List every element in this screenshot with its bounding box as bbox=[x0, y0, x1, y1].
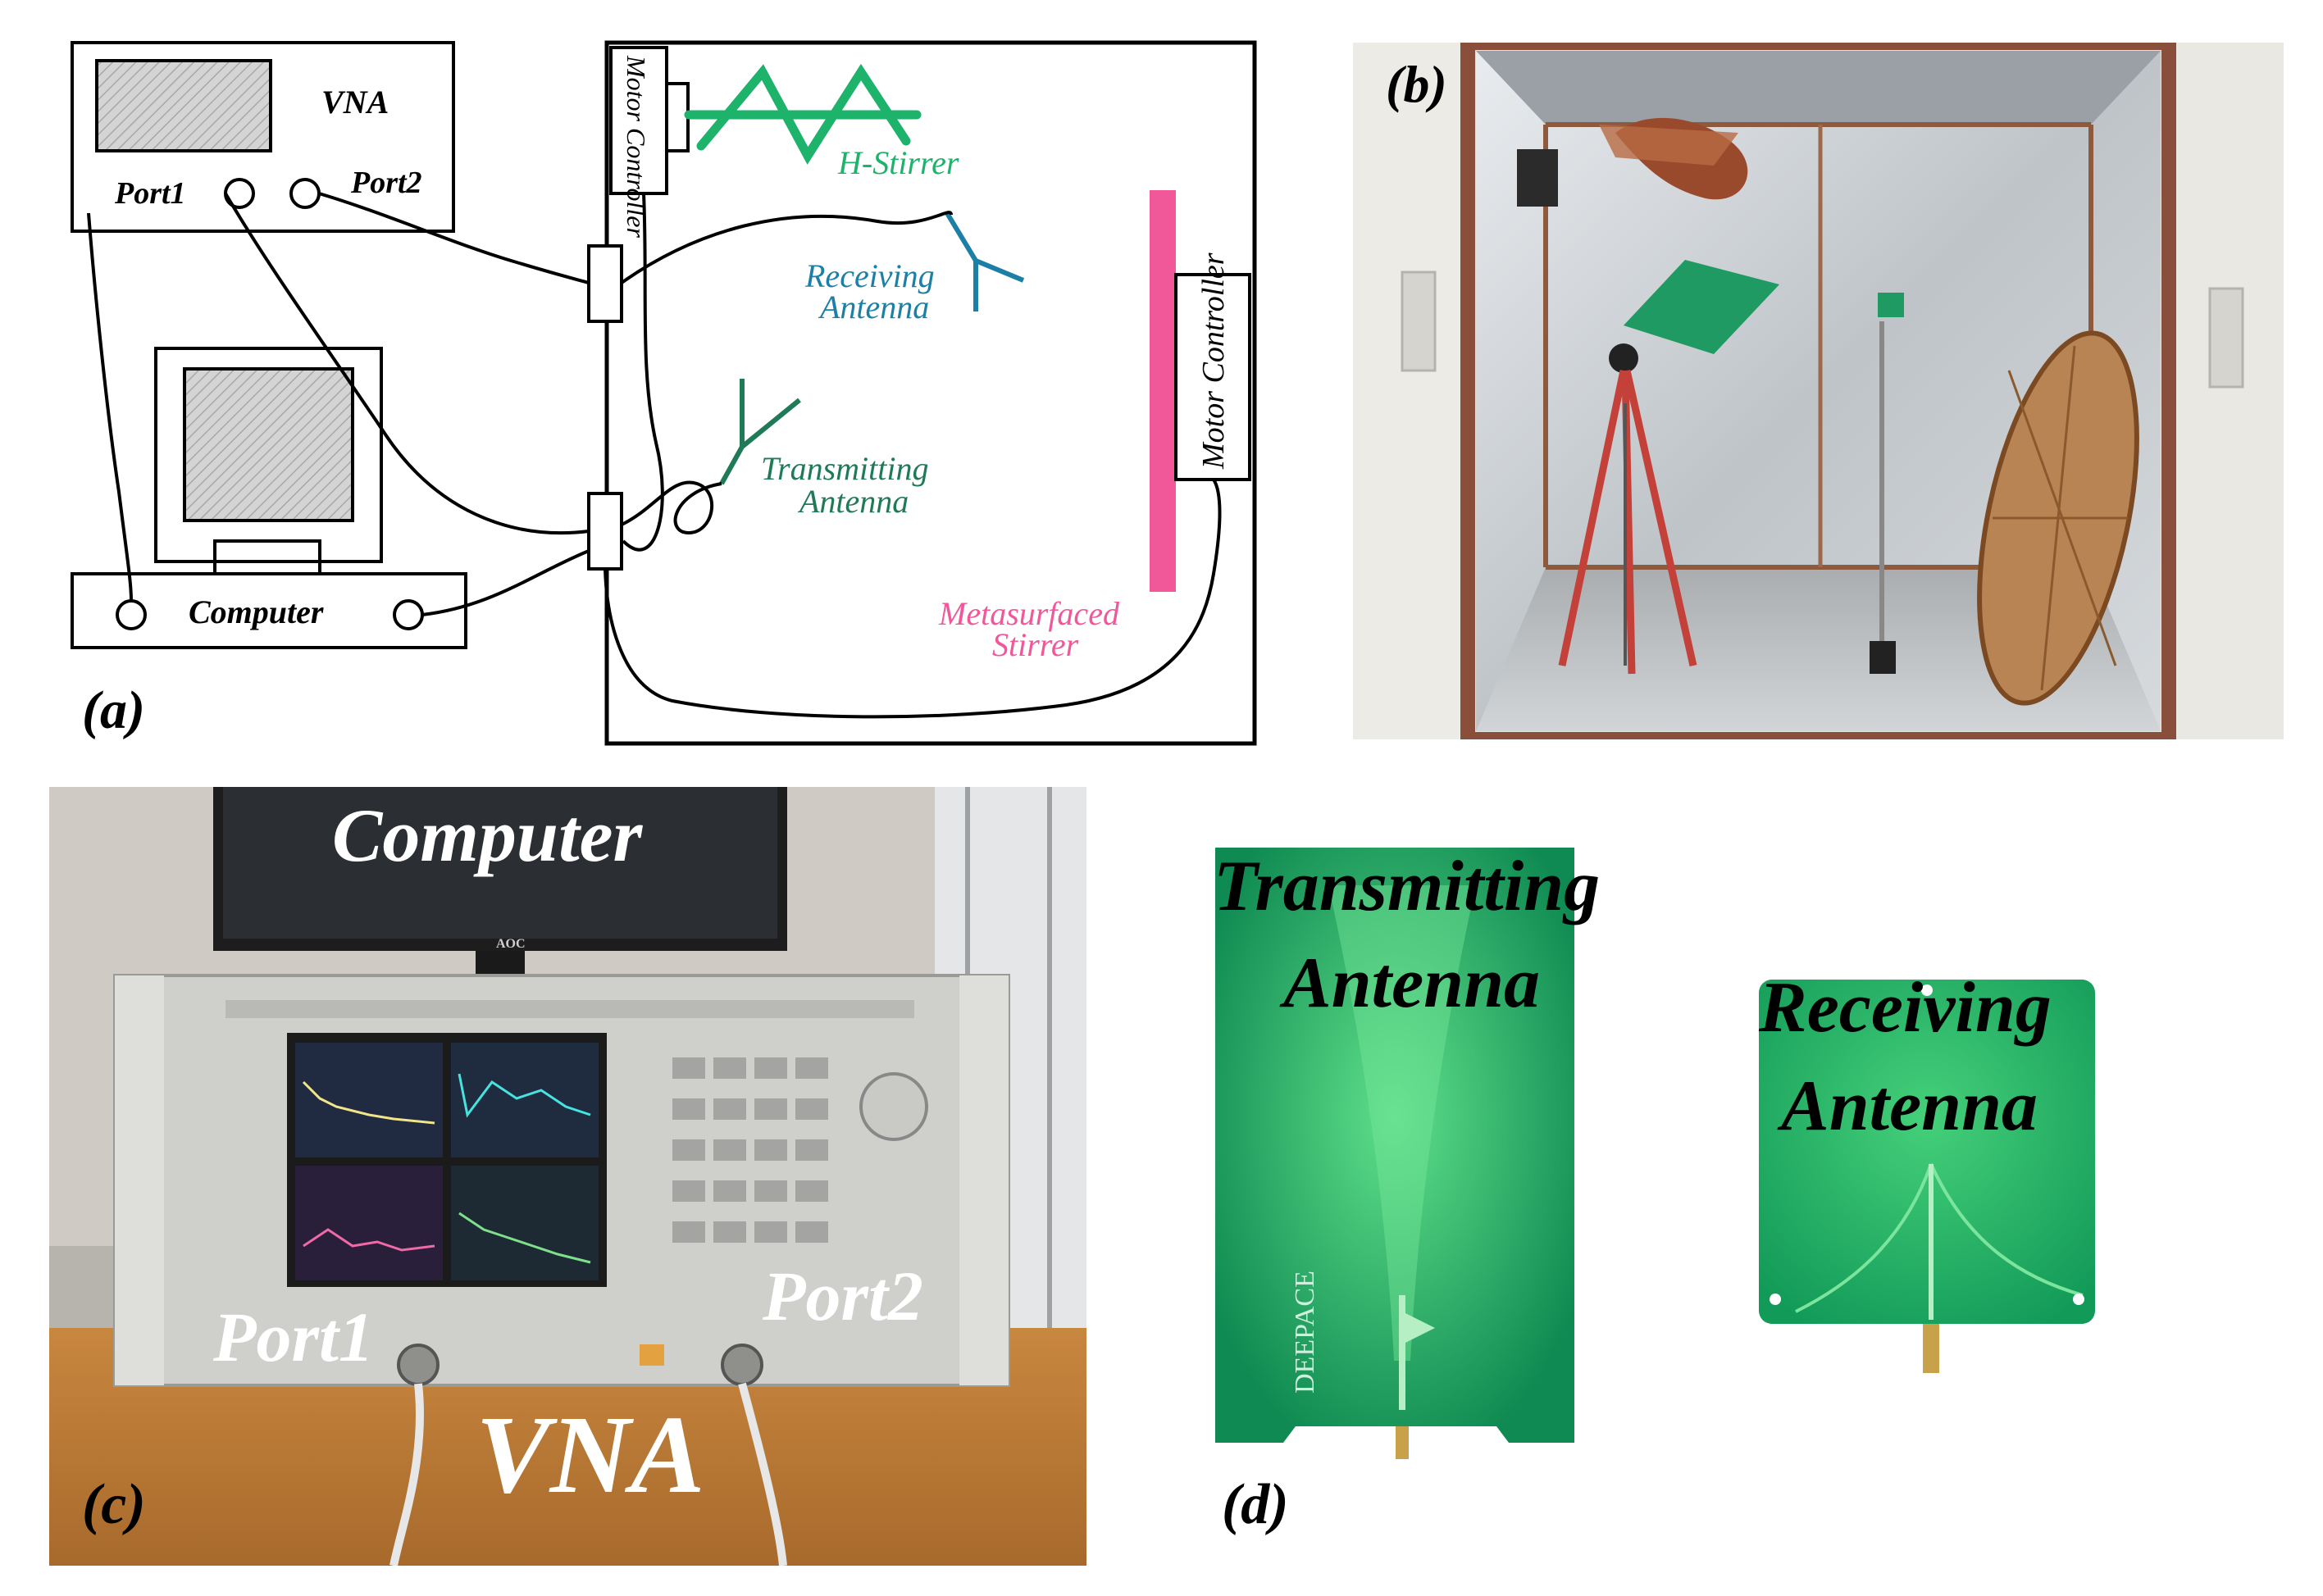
panel-d-tx-label-1: Transmitting bbox=[1214, 847, 1600, 926]
metasurfaced-stirrer-label-1: Metasurfaced bbox=[938, 595, 1120, 632]
right-door bbox=[2169, 43, 2284, 739]
vna-box: VNA Port1 Port2 bbox=[71, 41, 455, 233]
panel-d-label: (d) bbox=[1222, 1473, 1289, 1536]
metasurfaced-stirrer-label-2: Stirrer bbox=[992, 626, 1079, 663]
left-door bbox=[1353, 43, 1468, 739]
panel-d-rx-label-2: Antenna bbox=[1777, 1066, 2038, 1146]
tx-antenna-photo bbox=[1624, 260, 1779, 354]
panel-d-photo: DEEPACE Transmitting Antenna Receiving A… bbox=[1214, 847, 2095, 1536]
panel-c-vna-label: VNA bbox=[476, 1394, 705, 1516]
vna-title: VNA bbox=[321, 84, 389, 120]
panel-d-rx-label-1: Receiving bbox=[1758, 968, 2052, 1048]
transmitting-antenna-label-2: Antenna bbox=[797, 483, 909, 520]
vna-port2-connector bbox=[289, 178, 321, 209]
feedthrough-bottom bbox=[587, 492, 623, 571]
receiving-antenna-label-2: Antenna bbox=[818, 289, 929, 325]
feedthrough-top bbox=[587, 244, 623, 323]
computer-diagram: Computer bbox=[71, 347, 467, 649]
panel-d-tx-label-2: Antenna bbox=[1279, 944, 1540, 1023]
vna-screen bbox=[95, 59, 272, 152]
computer-label: Computer bbox=[189, 593, 324, 630]
motor-controller-right bbox=[1174, 273, 1251, 481]
motor-controller-right-label: Motor Controller bbox=[1196, 252, 1231, 470]
panel-c-port2-label: Port2 bbox=[762, 1257, 923, 1335]
metasurfaced-stirrer bbox=[1150, 190, 1176, 592]
receiving-antenna-label-1: Receiving bbox=[804, 257, 935, 294]
panel-a-schematic: VNA Port1 Port2 Computer Motor Controlle… bbox=[71, 40, 1257, 746]
vna-port1-label: Port1 bbox=[114, 176, 186, 211]
tx-pcb-brand: DEEPACE bbox=[1290, 1271, 1320, 1394]
transmitting-antenna-symbol bbox=[719, 379, 801, 485]
panel-c-computer-label: Computer bbox=[332, 793, 643, 877]
panel-c-port1-label: Port1 bbox=[212, 1298, 374, 1376]
motor-controller-top-label: Motor Controller bbox=[622, 55, 651, 238]
vna-instrument-photo bbox=[113, 974, 1010, 1387]
cables bbox=[87, 192, 1222, 719]
transmitting-antenna-label-1: Transmitting bbox=[761, 450, 929, 487]
h-stirrer bbox=[684, 63, 922, 165]
chamber-outline bbox=[604, 40, 1257, 746]
tx-antenna-pcb: DEEPACE bbox=[1215, 848, 1574, 1459]
panel-c-photo: AOC Computer Port1 bbox=[49, 787, 1086, 1566]
receiving-antenna-symbol bbox=[945, 211, 1025, 311]
panel-c-label: (c) bbox=[82, 1473, 146, 1536]
panel-b-label: (b) bbox=[1386, 55, 1447, 113]
copper-frame bbox=[1460, 43, 2176, 739]
panel-b-photo: (b) bbox=[1353, 43, 2284, 739]
rx-antenna-pcb bbox=[1759, 980, 2095, 1373]
computer-screen bbox=[183, 367, 354, 522]
panel-a-label: (a) bbox=[82, 680, 145, 740]
monitor-brand: AOC bbox=[496, 937, 526, 951]
rx-antenna-photo bbox=[1878, 293, 1904, 317]
h-stirrer-label: H-Stirrer bbox=[837, 144, 959, 181]
vna-port2-label: Port2 bbox=[350, 166, 422, 200]
